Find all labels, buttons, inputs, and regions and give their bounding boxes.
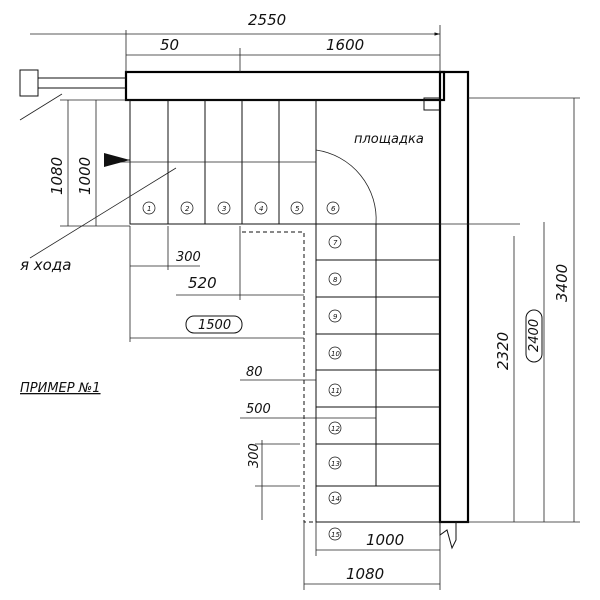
dim-1080-bottom: 1080: [346, 565, 384, 583]
dimensions-under-flight-1: 300 520 1500: [129, 226, 304, 342]
dim-300-side: 300: [247, 443, 262, 468]
flight-1: 1 2 3 4 5 6: [104, 99, 340, 225]
dim-300-top: 300: [176, 250, 201, 265]
step-label: 4: [259, 205, 263, 213]
dim-80: 80: [246, 365, 263, 380]
step-label: 8: [333, 276, 338, 284]
step-markers-flight-2: 7 8 9 10 11 12 13 14 15: [328, 235, 342, 541]
dim-520: 520: [188, 274, 217, 292]
flight-2: 7 8 9 10 11 12 13 14 15: [242, 223, 441, 541]
top-wall: [124, 70, 446, 102]
dimensions-bottom: 1000 1080: [303, 522, 441, 590]
dim-50: 50: [160, 36, 179, 54]
flight-2-outline: [315, 223, 441, 523]
landing-arc: [315, 149, 377, 225]
dim-1000-left: 1000: [76, 157, 94, 195]
right-wall: [438, 70, 470, 524]
step-label: 3: [222, 205, 226, 213]
dim-2400-box: [525, 309, 543, 363]
direction-label: я хода: [20, 256, 71, 274]
step-label: 9: [333, 313, 338, 321]
step-label: 15: [331, 531, 340, 539]
landing-label: площадка: [354, 132, 424, 147]
dim-3400: 3400: [553, 264, 571, 302]
dim-2320: 2320: [494, 332, 512, 370]
step-label: 14: [331, 495, 340, 503]
dim-1600: 1600: [326, 36, 364, 54]
step-label: 13: [331, 460, 340, 468]
dimensions-side-flight-2: 80 500 300: [240, 365, 376, 520]
step-label: 11: [331, 387, 340, 395]
step-label: 5: [295, 205, 300, 213]
step-label: 1: [147, 205, 151, 213]
step-label: 6: [331, 205, 336, 213]
left-stub-wall: [19, 69, 39, 97]
page-title: ПРИМЕР №1: [20, 381, 101, 396]
dim-1080-left: 1080: [48, 157, 66, 195]
dim-500: 500: [246, 402, 271, 417]
landing-label-bg: [352, 131, 408, 145]
wall-break-line: [439, 522, 457, 550]
step-label: 2: [185, 205, 190, 213]
dim-2400: 2400: [527, 319, 542, 352]
dimensions-left: 1080 1000 я хода: [19, 93, 177, 274]
dim-2550: 2550: [248, 11, 286, 29]
dimensions-right: 2320 2400 3400: [440, 97, 580, 523]
dashed-outline: [242, 231, 316, 523]
step-label: 10: [331, 350, 340, 358]
landing: площадка: [315, 99, 441, 225]
dimensions-top: 2550 50 1600: [30, 11, 441, 72]
dim-1000-bottom: 1000: [366, 531, 404, 549]
step-label: 12: [331, 425, 340, 433]
step-markers-flight-1: 1 2 3 4 5 6: [142, 201, 340, 215]
dim-1500-box: [185, 315, 243, 334]
step-label: 7: [333, 239, 338, 247]
dim-1500: 1500: [198, 318, 231, 333]
